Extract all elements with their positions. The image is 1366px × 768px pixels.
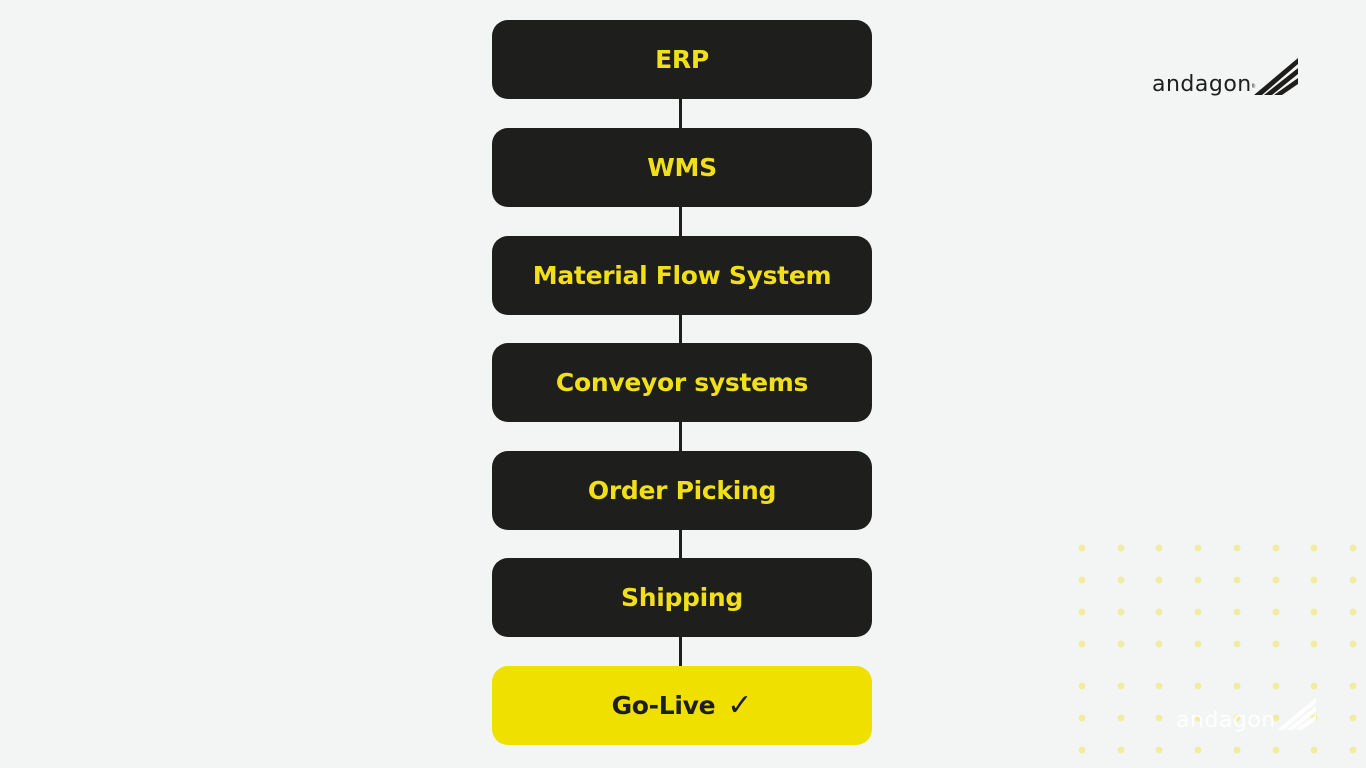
- step-go-live: Go-Live ✓: [492, 666, 872, 745]
- decorative-dot: [1349, 714, 1357, 722]
- decorative-dot: [1349, 576, 1357, 584]
- checkmark-icon: ✓: [727, 687, 753, 723]
- decorative-dot: [1155, 576, 1163, 584]
- decorative-dot: [1078, 608, 1086, 616]
- decorative-dot: [1155, 682, 1163, 690]
- decorative-dot: [1233, 714, 1241, 722]
- decorative-dot: [1194, 746, 1202, 754]
- decorative-dot: [1310, 544, 1318, 552]
- brand-logo-text: andagon: [1152, 72, 1252, 97]
- step-erp: ERP: [492, 20, 872, 99]
- step-conveyor-systems: Conveyor systems: [492, 343, 872, 422]
- decorative-dot: [1272, 714, 1280, 722]
- decorative-dot: [1078, 714, 1086, 722]
- decorative-dot: [1233, 608, 1241, 616]
- decorative-dot: [1272, 640, 1280, 648]
- decorative-dot: [1272, 608, 1280, 616]
- decorative-dot: [1310, 608, 1318, 616]
- decorative-dot: [1310, 640, 1318, 648]
- decorative-dot: [1194, 608, 1202, 616]
- decorative-dot: [1233, 640, 1241, 648]
- decorative-dot: [1194, 576, 1202, 584]
- brand-logo: andagon ®: [1152, 56, 1298, 96]
- decorative-dot: [1310, 746, 1318, 754]
- decorative-dot: [1272, 682, 1280, 690]
- watermark-logo-text: andagon: [1176, 708, 1276, 733]
- decorative-dot: [1117, 714, 1125, 722]
- decorative-dot: [1349, 608, 1357, 616]
- step-label: Material Flow System: [532, 261, 832, 290]
- decorative-dot: [1078, 576, 1086, 584]
- decorative-dot: [1194, 640, 1202, 648]
- decorative-dot: [1117, 746, 1125, 754]
- decorative-dot: [1233, 544, 1241, 552]
- step-label: WMS: [647, 153, 717, 182]
- step-order-picking: Order Picking: [492, 451, 872, 530]
- decorative-dot: [1233, 746, 1241, 754]
- decorative-dot: [1155, 714, 1163, 722]
- decorative-dot: [1117, 544, 1125, 552]
- svg-text:®: ®: [1252, 83, 1256, 90]
- decorative-dot: [1272, 746, 1280, 754]
- decorative-dot: [1155, 640, 1163, 648]
- decorative-dot: [1155, 746, 1163, 754]
- step-shipping: Shipping: [492, 558, 872, 637]
- decorative-dot: [1233, 682, 1241, 690]
- decorative-dot: [1349, 746, 1357, 754]
- logo-mark-icon: ®: [1252, 58, 1298, 95]
- decorative-dot: [1310, 576, 1318, 584]
- decorative-dot: [1078, 746, 1086, 754]
- decorative-dot: [1349, 682, 1357, 690]
- decorative-dot: [1155, 608, 1163, 616]
- decorative-dot: [1194, 544, 1202, 552]
- decorative-dot: [1117, 640, 1125, 648]
- decorative-dot: [1272, 544, 1280, 552]
- decorative-dot: [1155, 544, 1163, 552]
- step-wms: WMS: [492, 128, 872, 207]
- dot-pattern-decoration: [1078, 544, 1357, 754]
- step-material-flow-system: Material Flow System: [492, 236, 872, 315]
- decorative-dot: [1117, 682, 1125, 690]
- step-label: Go-Live: [611, 691, 716, 720]
- step-label: ERP: [655, 45, 709, 74]
- step-label: Shipping: [620, 583, 744, 612]
- decorative-dot: [1272, 576, 1280, 584]
- decorative-dot: [1117, 608, 1125, 616]
- decorative-dot: [1349, 640, 1357, 648]
- decorative-dot: [1194, 714, 1202, 722]
- watermark-logo-mark-icon: [1277, 697, 1316, 730]
- step-label: Order Picking: [587, 476, 777, 505]
- decorative-dot: [1078, 544, 1086, 552]
- decorative-dot: [1233, 576, 1241, 584]
- decorative-dot: [1078, 640, 1086, 648]
- decorative-dot: [1078, 682, 1086, 690]
- decorative-dot: [1349, 544, 1357, 552]
- decorative-dot: [1310, 682, 1318, 690]
- watermark-logo: andagon: [1176, 690, 1316, 732]
- decorative-dot: [1194, 682, 1202, 690]
- step-label: Conveyor systems: [555, 368, 809, 397]
- decorative-dot: [1117, 576, 1125, 584]
